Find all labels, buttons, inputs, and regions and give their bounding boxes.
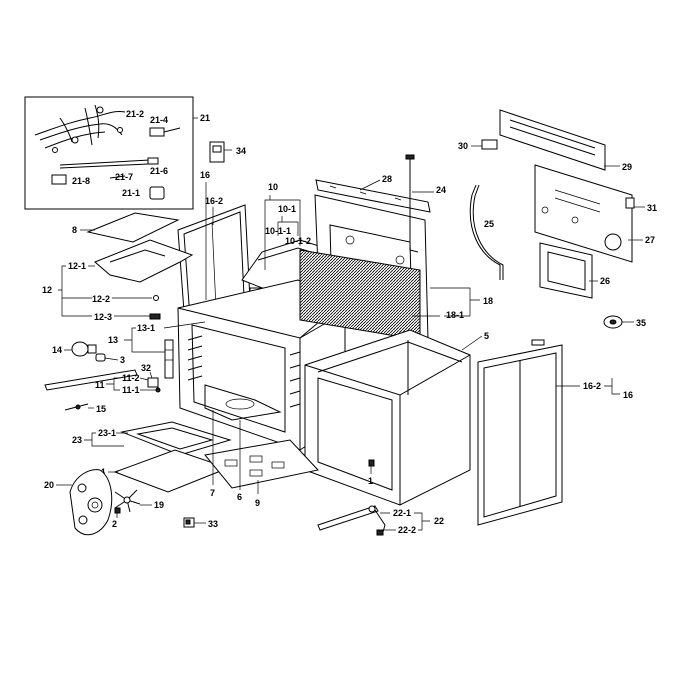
- fan-cover-20: [69, 469, 113, 536]
- sensor-3: [95, 353, 106, 362]
- label-31: 31: [647, 203, 657, 213]
- insulation-wrap-5: [304, 329, 471, 506]
- label-18-1: 18-1: [446, 310, 464, 320]
- label-9: 9: [255, 498, 260, 508]
- label-33: 33: [208, 519, 218, 529]
- label-35: 35: [636, 318, 646, 328]
- label-21-8: 21-8: [72, 176, 90, 186]
- label-27: 27: [645, 235, 655, 245]
- label-7: 7: [210, 488, 215, 498]
- label-10-1-2: 10-1-2: [285, 236, 311, 246]
- knob-35: [603, 315, 623, 329]
- bolt-2: [114, 507, 121, 518]
- label-28: 28: [382, 174, 392, 184]
- burner-cover-12-1: [94, 239, 194, 320]
- label-16-2-right: 16-2: [583, 381, 601, 391]
- label-16-right: 16: [623, 390, 633, 400]
- label-12-1: 12-1: [68, 261, 86, 271]
- wire-harness-inset: [24, 96, 194, 210]
- switch-14: [71, 341, 97, 357]
- hinge-rail-22: [317, 505, 386, 536]
- label-22-1: 22-1: [393, 508, 411, 518]
- label-1: 1: [368, 476, 373, 486]
- label-11-1: 11-1: [122, 385, 140, 395]
- drip-tray-23: [120, 421, 232, 456]
- label-11-2: 11-2: [122, 373, 140, 383]
- label-16-2-top: 16-2: [205, 196, 223, 206]
- side-bracket-13: [164, 339, 174, 379]
- label-6: 6: [237, 492, 242, 502]
- back-top-bar-28: [315, 179, 431, 213]
- probe-15: [64, 403, 89, 411]
- side-panel-right: [477, 339, 563, 526]
- label-21-4: 21-4: [150, 115, 168, 125]
- label-8: 8: [72, 225, 77, 235]
- label-14: 14: [52, 345, 62, 355]
- label-5: 5: [484, 331, 489, 341]
- label-21-1: 21-1: [122, 188, 140, 198]
- screw-1: [368, 459, 375, 474]
- label-30: 30: [458, 141, 468, 151]
- label-13: 13: [108, 335, 118, 345]
- label-13-1: 13-1: [137, 323, 155, 333]
- label-18: 18: [483, 296, 493, 306]
- label-34: 34: [236, 146, 246, 156]
- label-16-top: 16: [200, 170, 210, 180]
- tube-25: [469, 184, 504, 280]
- label-2: 2: [112, 519, 117, 529]
- fan-blade-19: [114, 489, 141, 513]
- bottom-base-9: [204, 439, 319, 489]
- label-11: 11: [95, 380, 105, 390]
- label-21-7: 21-7: [115, 172, 133, 182]
- label-32: 32: [141, 363, 151, 373]
- label-26: 26: [600, 276, 610, 286]
- label-19: 19: [154, 500, 164, 510]
- rear-cover-27: [534, 164, 635, 263]
- label-20: 20: [44, 480, 54, 490]
- clip-33: [183, 517, 195, 528]
- rear-top-panel-29: [499, 109, 606, 171]
- label-12-3: 12-3: [94, 312, 112, 322]
- label-15: 15: [96, 404, 106, 414]
- label-23: 23: [72, 435, 82, 445]
- bracket-34: [209, 141, 232, 163]
- label-21: 21: [200, 113, 210, 123]
- label-23-1: 23-1: [98, 428, 116, 438]
- label-29: 29: [622, 162, 632, 172]
- label-3: 3: [120, 355, 125, 365]
- label-12: 12: [42, 285, 52, 295]
- label-21-2: 21-2: [126, 109, 144, 119]
- label-24: 24: [436, 185, 446, 195]
- cover-26: [539, 242, 593, 299]
- top-panel-8: [80, 212, 180, 243]
- label-21-6: 21-6: [150, 166, 168, 176]
- back-panel-18: [299, 194, 429, 341]
- label-25: 25: [484, 219, 494, 229]
- bracket-30: [481, 139, 498, 150]
- label-22: 22: [434, 516, 444, 526]
- label-12-2: 12-2: [92, 294, 110, 304]
- label-10-1: 10-1: [278, 204, 296, 214]
- label-10: 10: [268, 182, 278, 192]
- rod-24: [405, 154, 419, 253]
- label-22-2: 22-2: [398, 525, 416, 535]
